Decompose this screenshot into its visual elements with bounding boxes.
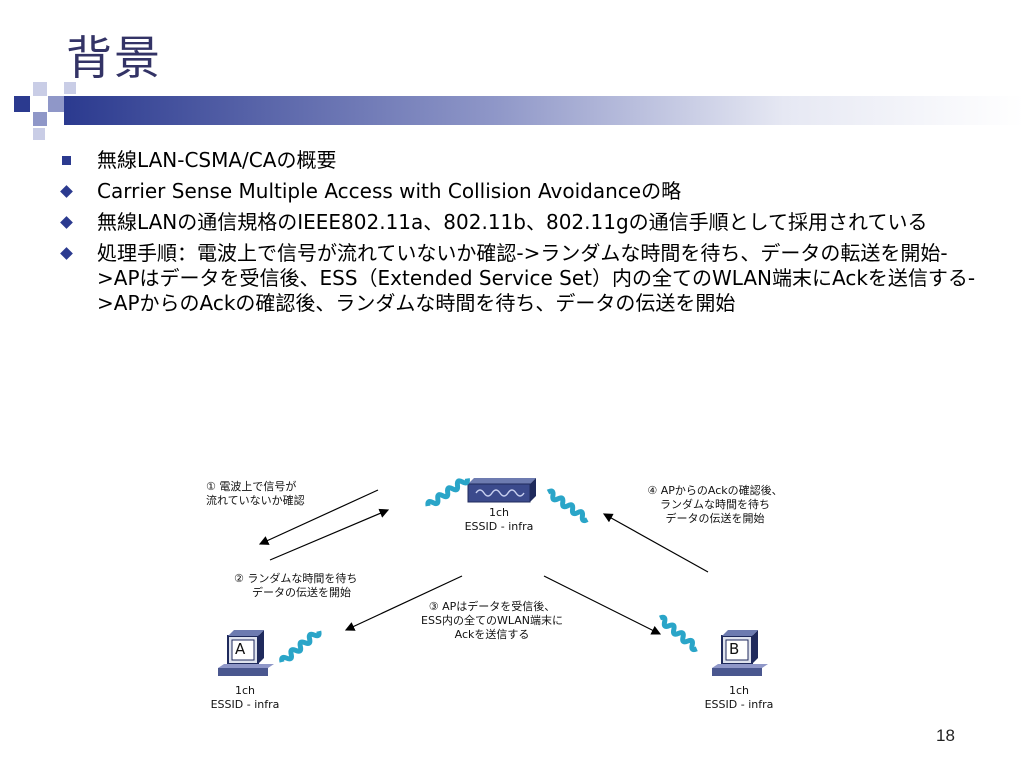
- diagram-graphics: [218, 478, 768, 676]
- slide-title: 背景: [66, 31, 162, 85]
- bullet-item: 処理手順：電波上で信号が流れていないか確認->ランダムな時間を待ち、データの転送…: [60, 241, 980, 316]
- step3-left-arrow: [344, 575, 463, 631]
- terminal-a-computer-icon: [218, 630, 274, 676]
- terminal-a-label: 1ch ESSID - infra: [210, 684, 280, 711]
- corner-square-6: [33, 128, 45, 140]
- page-number: 18: [936, 726, 955, 745]
- step2-arrow: [269, 508, 390, 561]
- corner-square-3: [48, 96, 64, 112]
- bullet-text: 無線LAN-CSMA/CAの概要: [97, 148, 337, 172]
- bullet-item: 無線LAN-CSMA/CAの概要: [60, 148, 980, 173]
- ap-channel-label: 1ch ESSID - infra: [464, 506, 534, 533]
- diamond-bullet-icon: [60, 247, 73, 260]
- terminal-b-wave-icon: [659, 614, 698, 653]
- step2-label: ② ランダムな時間を待ち データの伝送を開始: [234, 572, 358, 599]
- bullet-item: Carrier Sense Multiple Access with Colli…: [60, 179, 980, 204]
- corner-square-2: [33, 82, 47, 96]
- terminal-a-letter: A: [235, 640, 246, 658]
- terminal-a-wave-icon: [279, 630, 322, 663]
- step3-right-arrow: [543, 575, 662, 635]
- bullet-text: 処理手順：電波上で信号が流れていないか確認->ランダムな時間を待ち、データの転送…: [97, 241, 976, 315]
- terminal-b-computer-icon: [712, 630, 768, 676]
- title-band: [64, 96, 1024, 125]
- corner-square-5: [64, 82, 76, 94]
- terminal-b-label: 1ch ESSID - infra: [704, 684, 774, 711]
- ap-left-wave-icon: [425, 478, 470, 507]
- corner-square-4: [33, 112, 47, 126]
- bullet-item: 無線LANの通信規格のIEEE802.11a、802.11b、802.11gの通…: [60, 210, 980, 235]
- corner-square-1: [14, 96, 30, 112]
- diamond-bullet-icon: [60, 216, 73, 229]
- ap-right-wave-icon: [546, 488, 589, 524]
- step4-label: ④ APからのAckの確認後、 ランダムな時間を待ち データの伝送を開始: [647, 484, 783, 525]
- access-point-icon: [467, 478, 536, 503]
- step1-label: ① 電波上で信号が 流れていないか確認: [206, 480, 305, 507]
- bullet-text: 無線LANの通信規格のIEEE802.11a、802.11b、802.11gの通…: [97, 210, 928, 234]
- step1-arrow: [258, 489, 379, 545]
- step4-arrow: [602, 513, 709, 573]
- square-bullet-icon: [62, 156, 71, 165]
- terminal-b-letter: B: [729, 640, 740, 658]
- bullet-text: Carrier Sense Multiple Access with Colli…: [97, 179, 682, 203]
- csma-ca-diagram: 1ch ESSID - infra A 1ch ESSID - infra B …: [200, 462, 820, 732]
- step3-label: ③ APはデータを受信後、 ESS内の全てのWLAN端末に Ackを送信する: [421, 600, 563, 641]
- bullet-list: 無線LAN-CSMA/CAの概要 Carrier Sense Multiple …: [60, 148, 980, 322]
- diamond-bullet-icon: [60, 185, 73, 198]
